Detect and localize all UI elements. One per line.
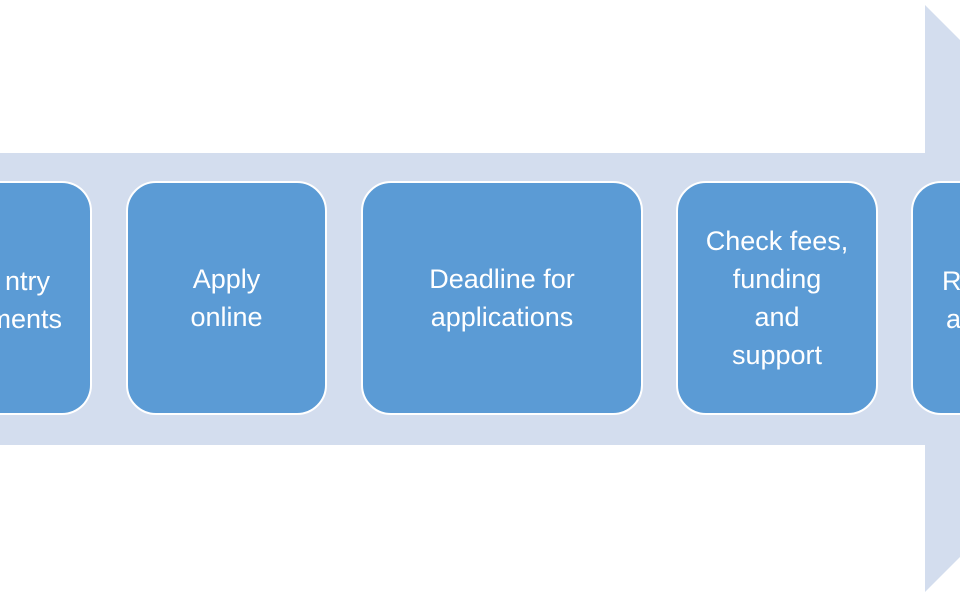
step-3-line-2: applications <box>430 302 574 332</box>
step-4-line-3: and <box>754 302 800 332</box>
step-4-line-2: funding <box>732 264 822 294</box>
step-2-line-1: Apply <box>192 264 261 294</box>
step-1-line-1: ntry <box>4 266 50 296</box>
step-5-line-2: a <box>946 304 960 334</box>
step-box-apply-online: Apply online <box>126 181 327 415</box>
step-box-1: ntry ments <box>0 181 92 415</box>
step-box-fees-funding: Check fees, funding and support <box>676 181 878 415</box>
step-box-5: R a <box>911 181 960 415</box>
step-box-deadline: Deadline for applications <box>361 181 643 415</box>
step-3-line-1: Deadline for <box>429 264 575 294</box>
step-1-line-2: ments <box>0 304 62 334</box>
step-2-line-2: online <box>190 302 263 332</box>
step-4-line-1: Check fees, <box>705 226 849 256</box>
step-4-line-4: support <box>731 340 823 370</box>
step-5-line-1: R <box>942 266 960 296</box>
